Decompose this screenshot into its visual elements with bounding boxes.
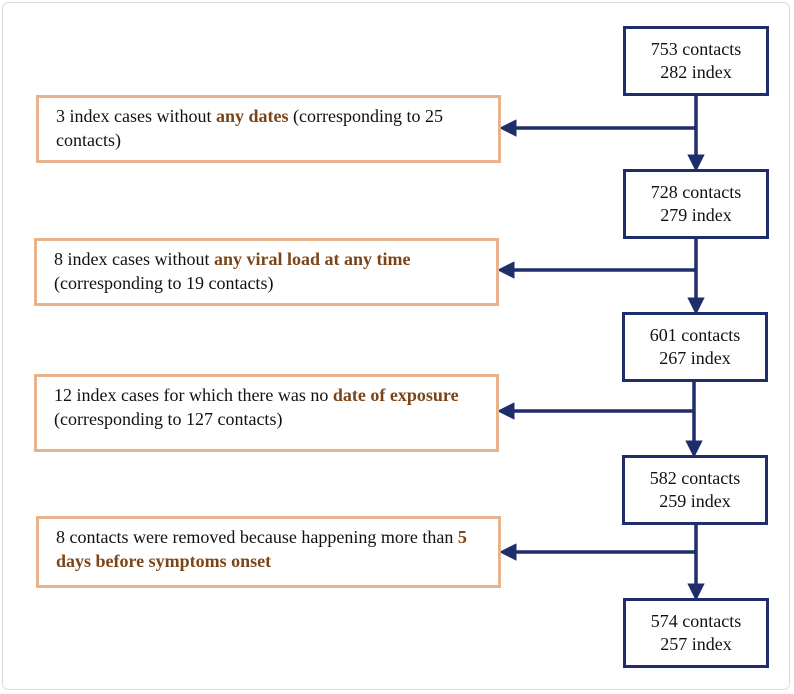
contacts-count: 582 contacts <box>649 468 741 488</box>
index-count: 259 index <box>659 491 731 511</box>
contacts-count: 574 contacts <box>650 611 742 631</box>
exclusion-highlight: 5 days before symptoms onset <box>56 527 467 571</box>
count-box-2: 728 contacts 279 index <box>623 169 769 239</box>
count-box-5: 574 contacts 257 index <box>623 598 769 668</box>
exclusion-highlight: any dates <box>215 106 289 126</box>
exclusion-text: (corresponding to 19 contacts) <box>54 273 274 293</box>
exclusion-text: 8 index cases without <box>54 249 214 269</box>
index-count: 257 index <box>660 634 732 654</box>
count-box-3: 601 contacts 267 index <box>622 312 768 382</box>
exclusion-text: (corresponding to 25 contacts) <box>56 106 443 150</box>
count-box-1: 753 contacts 282 index <box>623 26 769 96</box>
exclusion-highlight: any viral load at any time <box>213 249 411 269</box>
index-count: 279 index <box>660 205 732 225</box>
exclusion-highlight: date of exposure <box>332 385 459 405</box>
count-box-4: 582 contacts 259 index <box>622 455 768 525</box>
exclusion-box-1: 3 index cases without any dates (corresp… <box>36 95 501 163</box>
contacts-count: 753 contacts <box>650 39 742 59</box>
exclusion-text: 12 index cases for which there was no <box>54 385 333 405</box>
exclusion-box-2: 8 index cases without any viral load at … <box>34 238 499 306</box>
exclusion-text: 3 index cases without <box>56 106 216 126</box>
exclusion-box-4: 8 contacts were removed because happenin… <box>36 516 501 588</box>
index-count: 267 index <box>659 348 731 368</box>
contacts-count: 601 contacts <box>649 325 741 345</box>
exclusion-text: 8 contacts were removed because happenin… <box>56 527 458 547</box>
index-count: 282 index <box>660 62 732 82</box>
exclusion-box-3: 12 index cases for which there was no da… <box>34 374 499 452</box>
exclusion-text: (corresponding to 127 contacts) <box>54 409 283 429</box>
contacts-count: 728 contacts <box>650 182 742 202</box>
